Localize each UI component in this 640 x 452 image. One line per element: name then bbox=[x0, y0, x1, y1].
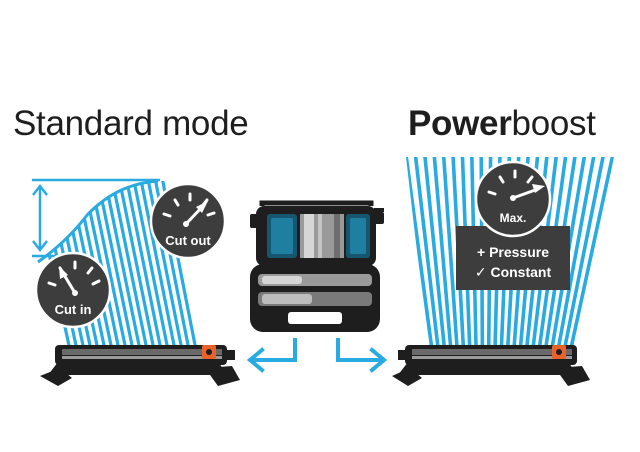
sprinkler-right bbox=[392, 345, 590, 386]
cut-out-gauge bbox=[149, 182, 227, 260]
max-gauge bbox=[474, 160, 552, 238]
powerboost-title-light: boost bbox=[511, 104, 596, 143]
cut-in-label: Cut in bbox=[55, 302, 92, 317]
sprinkler-left bbox=[40, 345, 240, 386]
pressure-label: + Pressure bbox=[477, 244, 549, 260]
standard-mode-title: Standard mode bbox=[13, 104, 249, 143]
cut-out-label: Cut out bbox=[165, 233, 211, 248]
powerboost-title: Powerboost bbox=[408, 106, 596, 141]
flow-arrows bbox=[246, 338, 388, 373]
max-label: Max. bbox=[500, 211, 527, 225]
cut-in-gauge bbox=[34, 251, 112, 329]
spray-top-edge bbox=[37, 179, 159, 264]
constant-label: ✓ Constant bbox=[475, 264, 552, 280]
pump-unit bbox=[250, 200, 384, 332]
powerboost-title-bold: Power bbox=[408, 104, 512, 143]
